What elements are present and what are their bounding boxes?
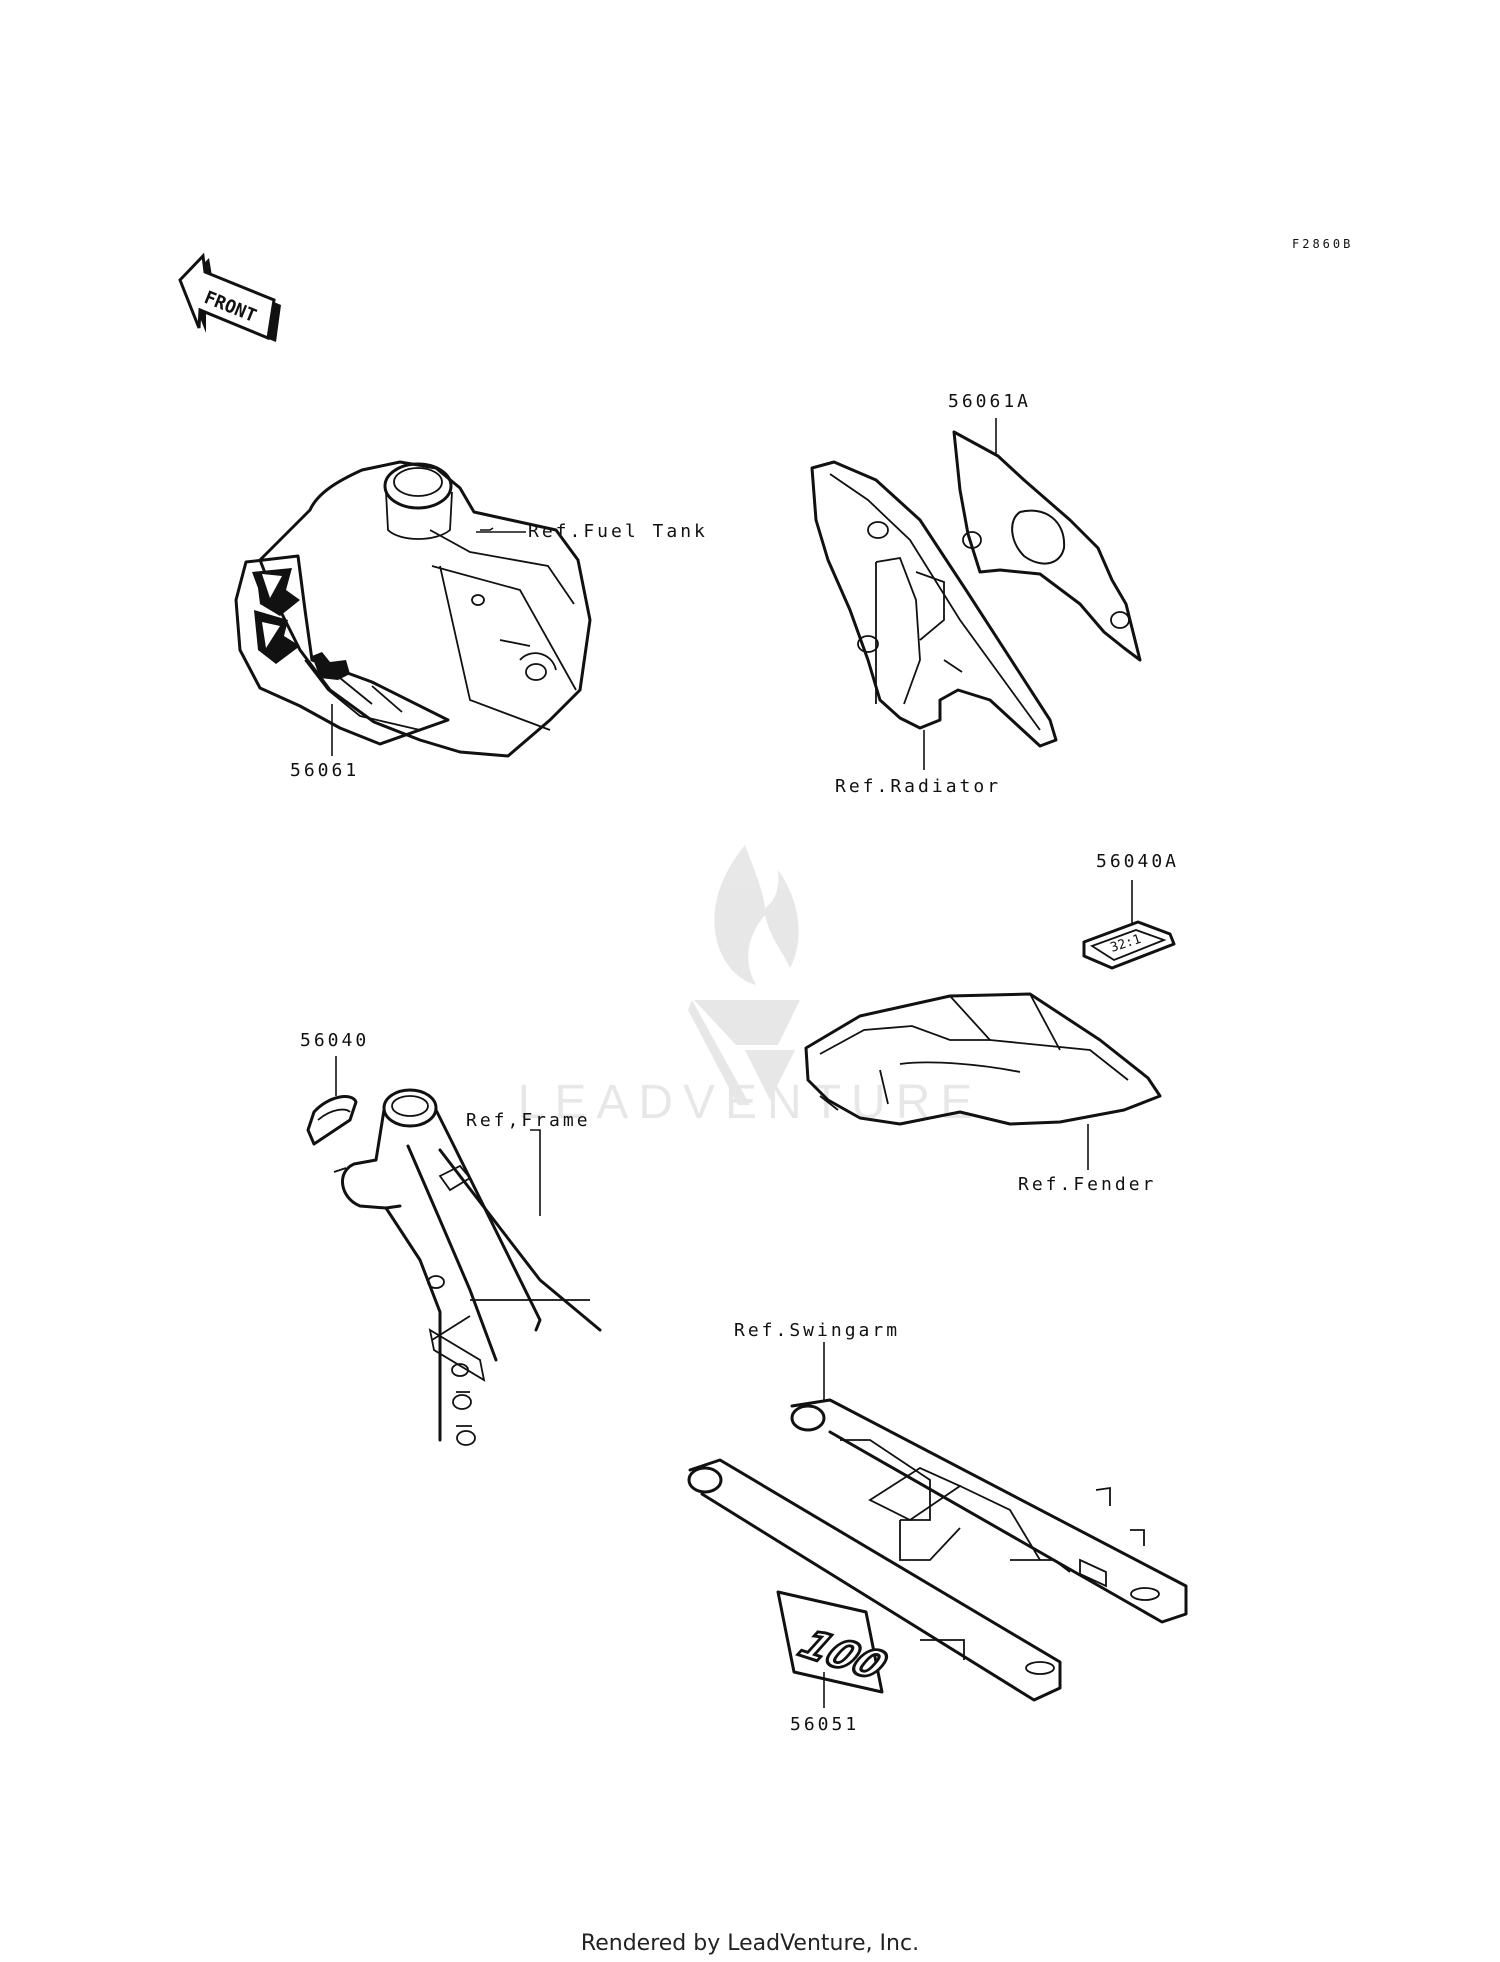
watermark-text: LEADVENTURE xyxy=(518,1076,983,1129)
leadventure-watermark: LEADVENTURE xyxy=(518,845,983,1129)
shroud-decal xyxy=(952,430,1142,662)
fender-decal-text: 32:1 xyxy=(1109,932,1143,956)
part-56040a-label: 56040A xyxy=(1096,851,1179,872)
swingarm xyxy=(687,1398,1188,1702)
part-56051-label: 56051 xyxy=(790,1714,859,1735)
footer-credit: Rendered by LeadVenture, Inc. xyxy=(581,1931,919,1956)
part-56040-label: 56040 xyxy=(300,1030,369,1051)
part-56061-label: 56061 xyxy=(290,760,359,781)
radiator-shroud xyxy=(810,460,1058,748)
frame-head xyxy=(333,1088,602,1446)
swingarm-decal-100: 100 xyxy=(776,1590,897,1694)
ref-fender-label: Ref.Fender xyxy=(1018,1174,1156,1195)
ref-fuel-tank-label: Ref.Fuel Tank xyxy=(528,521,708,542)
frame-decal xyxy=(306,1095,358,1146)
rear-fender xyxy=(804,992,1162,1126)
ref-frame-label: Ref,Frame xyxy=(466,1110,591,1131)
ref-swingarm-label: Ref.Swingarm xyxy=(734,1320,900,1341)
part-56061a-label: 56061A xyxy=(948,391,1031,412)
diagram-code: F2860B xyxy=(1292,237,1353,251)
fender-decal-32-1: 32:1 xyxy=(1082,920,1176,970)
ref-radiator-label: Ref.Radiator xyxy=(835,776,1001,797)
tank-decal xyxy=(234,554,450,746)
front-arrow-icon: FRONT xyxy=(178,252,281,342)
fuel-tank xyxy=(258,460,592,758)
